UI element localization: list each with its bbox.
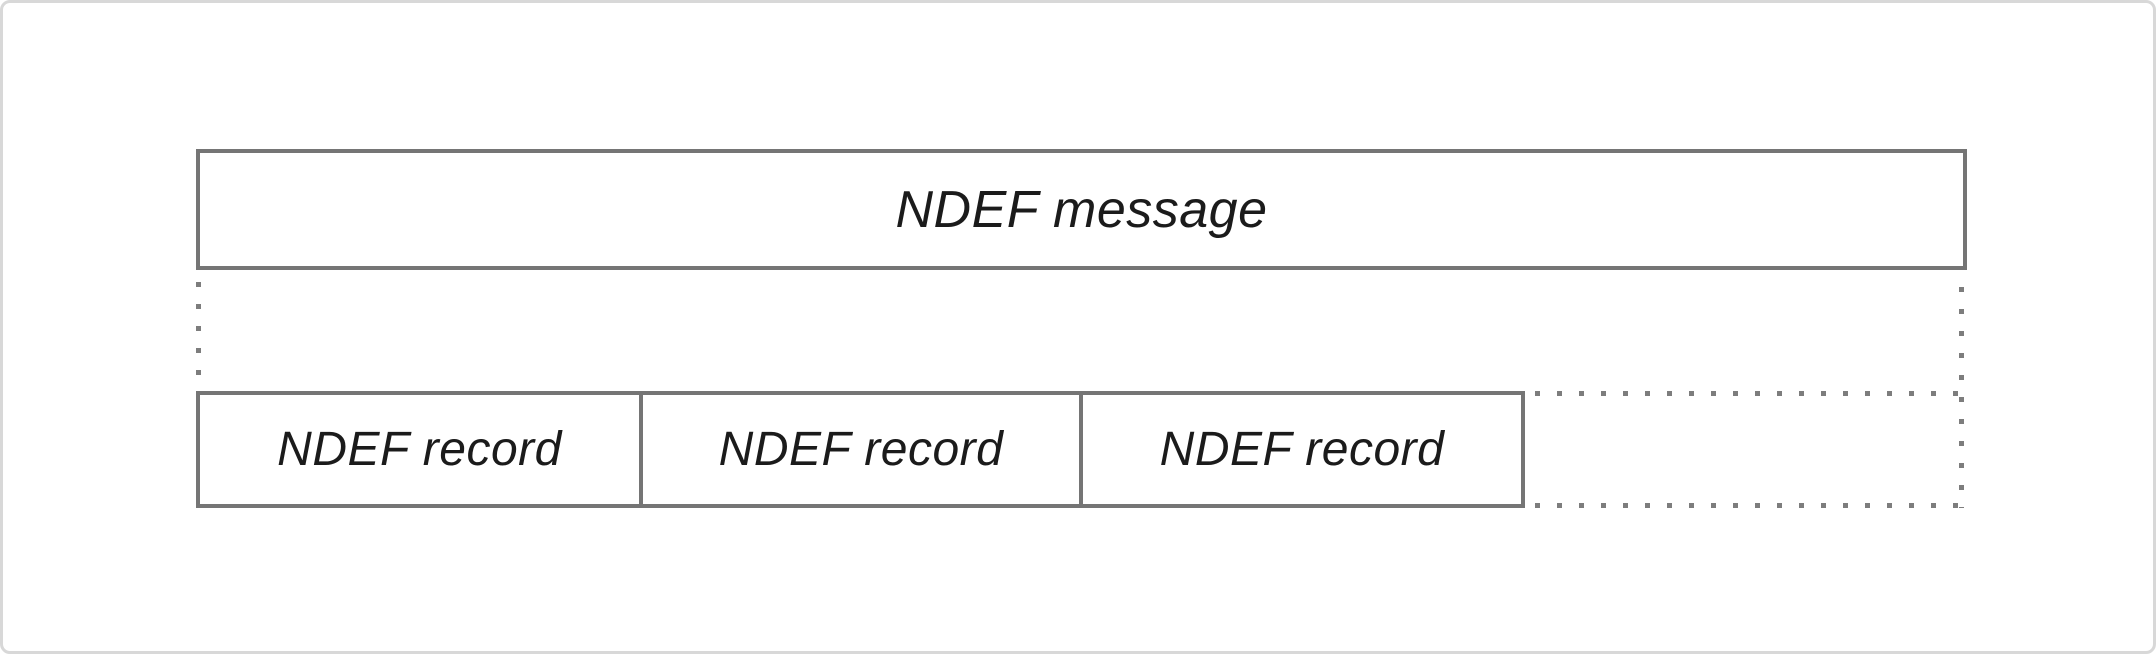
ndef-message-box: NDEF message [196,149,1967,270]
ndef-record-label-2: NDEF record [718,423,1004,476]
dotted-continuation-bottom [1535,503,1959,508]
ndef-record-label-3: NDEF record [1159,423,1445,476]
ndef-record-label-1: NDEF record [277,423,562,476]
ndef-message-label: NDEF message [895,180,1268,239]
ndef-record-box-3: NDEF record [1079,391,1525,508]
dotted-connector-right [1959,287,1964,508]
ndef-record-box-1: NDEF record [196,391,643,508]
ndef-record-box-2: NDEF record [639,391,1083,508]
dotted-connector-left [196,282,201,386]
dotted-continuation-top [1535,391,1959,396]
